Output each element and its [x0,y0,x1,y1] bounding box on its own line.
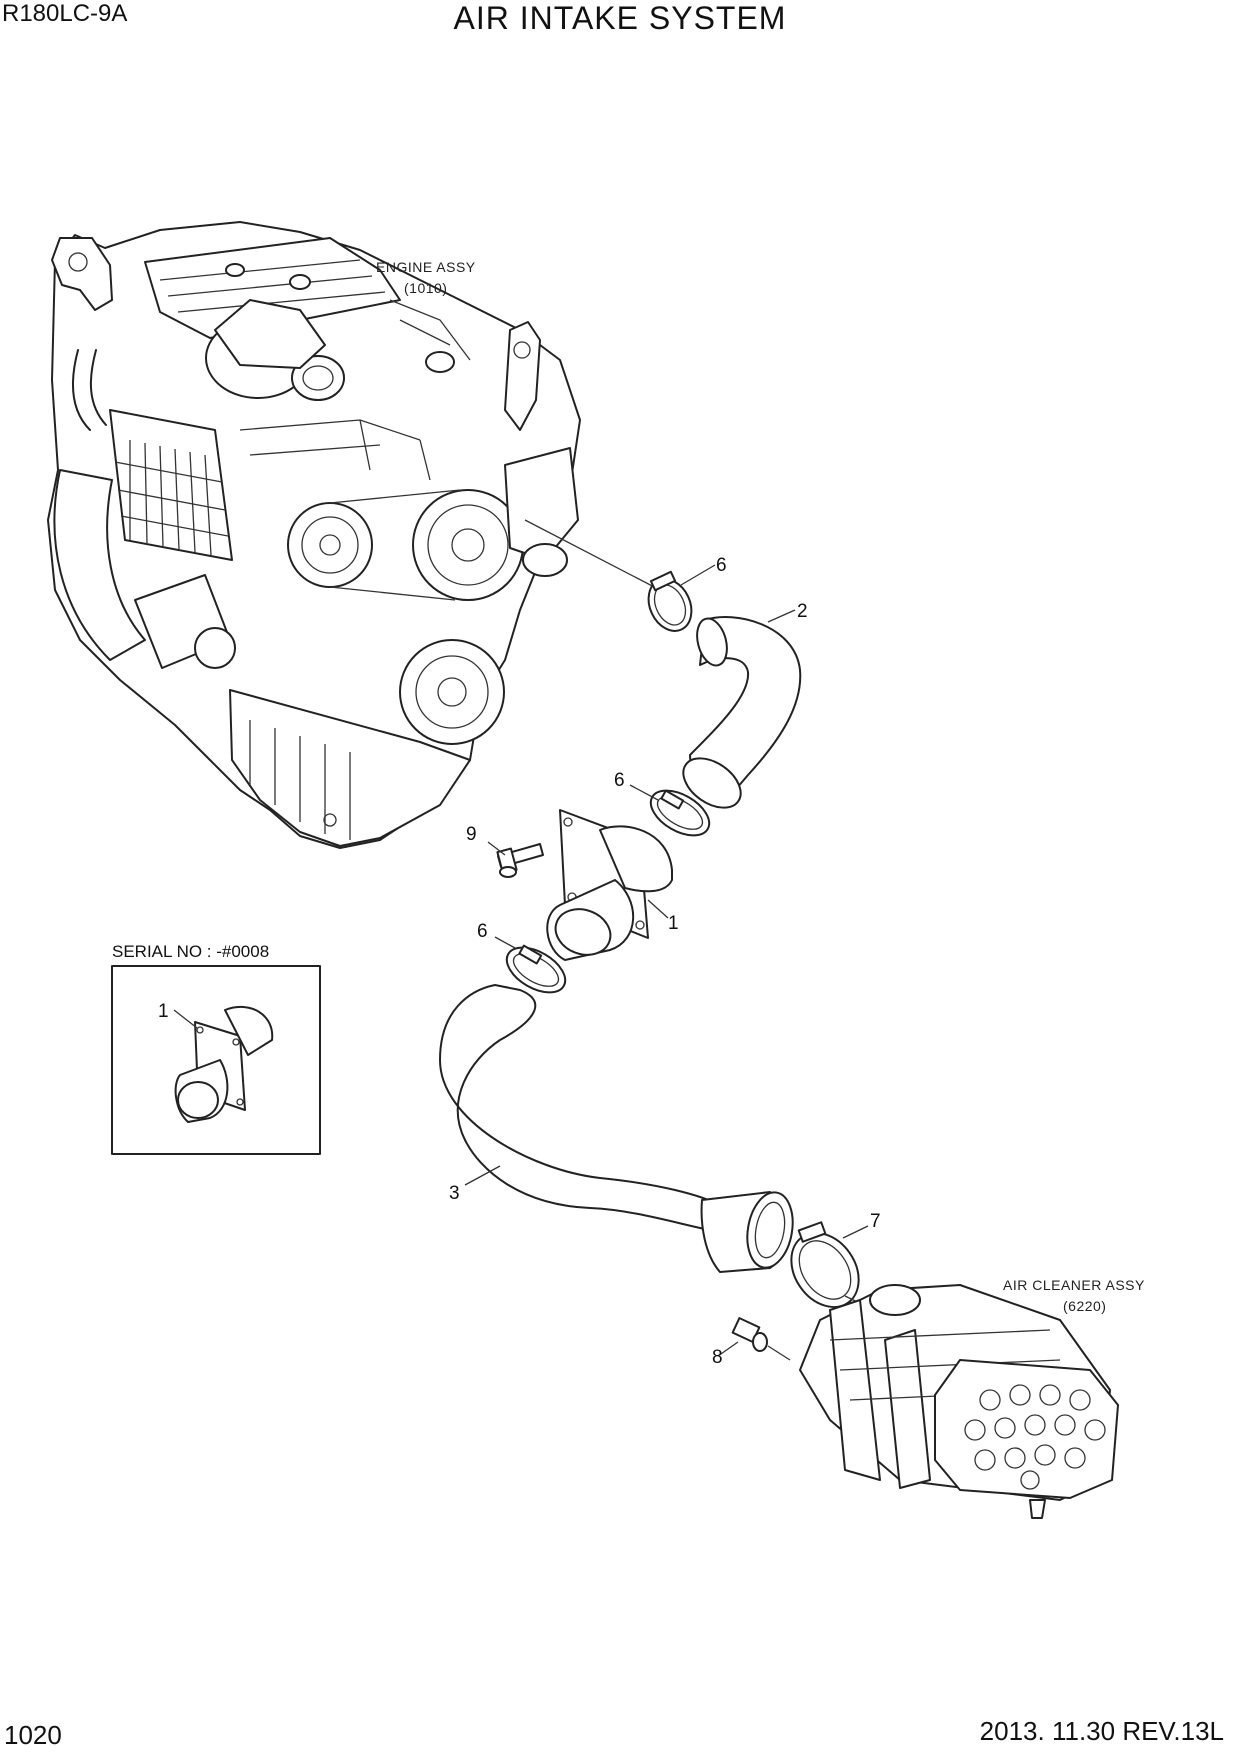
serial-note: SERIAL NO : -#0008 [112,942,269,961]
leader-1-inset [173,1009,198,1029]
callout-6-mid: 6 [614,770,625,791]
long-hose-3 [439,984,794,1273]
engine-assy-label: ENGINE ASSY [376,259,476,275]
air-cleaner-assy-ref: (6220) [1063,1298,1106,1314]
flange-pipe-1 [546,809,673,961]
leader-7 [842,1225,869,1239]
callout-7: 7 [870,1211,881,1232]
inset-flange-pipe-1 [174,1005,274,1123]
elbow-hose-2 [682,616,802,809]
page-title: AIR INTAKE SYSTEM [453,0,787,36]
leader-6-mid [629,784,659,801]
callout-8: 8 [712,1347,723,1368]
hose-clamp-top [647,570,693,632]
callout-6-low: 6 [477,921,488,942]
engine-assy-ref: (1010) [404,280,447,296]
leader-6-low [494,936,516,949]
callout-1: 1 [668,913,679,934]
callout-6-top: 6 [716,555,727,576]
revision-stamp: 2013. 11.30 REV.13L [979,1716,1224,1746]
model-number: R180LC-9A [2,0,128,27]
page-number: 1020 [4,1720,62,1750]
leader-9 [487,841,506,856]
serial-inset-frame [111,965,321,1155]
callout-1-inset: 1 [158,1001,169,1022]
engine-assembly [47,221,581,849]
fitting-8 [731,1317,768,1352]
leader-3 [464,1165,501,1186]
air-cleaner-assy-label: AIR CLEANER ASSY [1003,1277,1145,1293]
callout-3: 3 [449,1183,460,1204]
hose-clamp-low [505,944,567,994]
air-cleaner-assembly [799,1284,1119,1519]
engine-connection-leader [524,519,661,591]
leader-6-top [680,564,716,586]
bolt-9 [496,843,544,878]
leader-2 [767,609,796,623]
leader-8 [717,1341,739,1357]
callout-9: 9 [466,824,477,845]
leader-1 [647,899,669,919]
hose-clamp-7 [790,1221,860,1309]
fitting-to-cleaner-leader [767,1345,791,1361]
callout-2: 2 [797,601,808,622]
